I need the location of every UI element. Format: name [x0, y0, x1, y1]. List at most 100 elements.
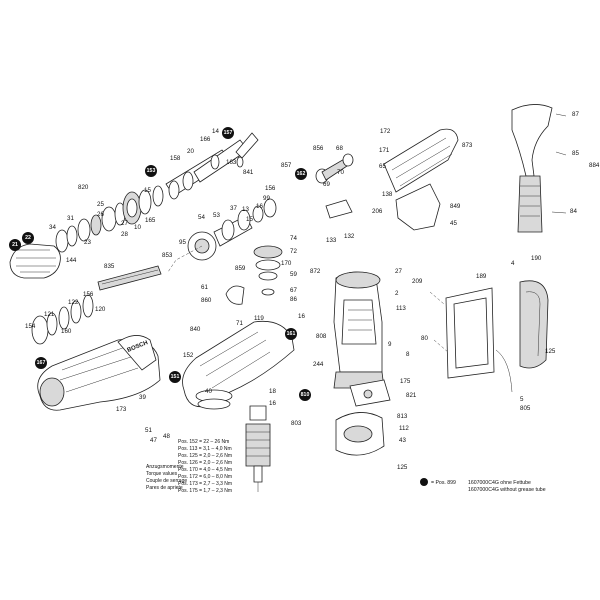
callout-172: 172 — [380, 128, 391, 135]
callout-872: 872 — [310, 268, 321, 275]
callout-808: 808 — [316, 333, 327, 340]
badge-21: 21 — [9, 239, 21, 251]
part-piston-rings — [31, 294, 94, 345]
callout-158: 158 — [170, 155, 181, 162]
torque-row: Pos. 175 = 1,7 – 2,3 Nm — [178, 488, 232, 494]
svg-text:162: 162 — [297, 171, 306, 177]
callout-813: 813 — [397, 413, 408, 420]
callout-856: 856 — [313, 145, 324, 152]
torque-row: Pos. 172 = 6,0 – 8,0 Nm — [178, 474, 232, 480]
callout-69: 69 — [323, 181, 330, 188]
callout-99: 99 — [263, 195, 270, 202]
callout-884: 884 — [589, 162, 600, 169]
callout-25: 25 — [97, 201, 104, 208]
callout-122: 122 — [68, 299, 79, 306]
badge-157: 157 — [222, 127, 234, 139]
callout-820: 820 — [78, 184, 89, 191]
callout-154: 154 — [25, 323, 36, 330]
part-lower-cover — [335, 412, 385, 456]
callout-34: 34 — [49, 224, 56, 231]
torque-row: Pos. 152 = 22 – 26 Nm — [178, 439, 229, 445]
callout-80: 80 — [421, 335, 428, 342]
filled-dot-icon — [420, 478, 428, 486]
callout-2: 2 — [395, 290, 399, 297]
callout-95: 95 — [179, 239, 186, 246]
part-gear-housing — [182, 320, 295, 410]
callout-5: 5 — [520, 396, 524, 403]
callout-113: 113 — [396, 305, 406, 312]
part-top-cover — [383, 128, 459, 231]
callout-133: 133 — [326, 237, 337, 244]
callout-53: 53 — [213, 212, 220, 219]
torque-heading-4: Pares de apriete — [146, 485, 183, 491]
torque-heading-2: Torque values — [146, 471, 178, 477]
svg-text:21: 21 — [12, 242, 18, 248]
callout-65: 65 — [379, 163, 386, 170]
callout-805: 805 — [520, 405, 531, 412]
callout-20: 20 — [187, 148, 194, 155]
callout-27: 27 — [395, 268, 402, 275]
badge-162: 162 — [295, 168, 307, 180]
callout-28: 28 — [121, 231, 128, 238]
callout-61: 61 — [201, 284, 208, 291]
callout-206: 206 — [372, 208, 383, 215]
badge-810: 810 — [299, 389, 311, 401]
callout-121: 121 — [44, 311, 55, 318]
part-front-housing — [37, 335, 161, 411]
callout-47: 47 — [150, 437, 157, 444]
callout-170: 170 — [281, 260, 292, 267]
part-spindle — [165, 132, 259, 200]
callout-138: 138 — [382, 191, 393, 198]
callout-10: 10 — [134, 224, 141, 231]
callout-859: 859 — [235, 265, 246, 272]
callout-15: 15 — [144, 187, 151, 194]
badge-167: 167 — [35, 357, 47, 369]
torque-row: Pos. 126 = 2,0 – 2,6 Nm — [178, 460, 232, 466]
callout-39: 39 — [139, 394, 146, 401]
callout-120: 120 — [95, 306, 106, 313]
callout-156: 156 — [83, 291, 94, 298]
callout-27: 27 — [121, 220, 128, 227]
callout-835: 835 — [104, 263, 115, 270]
callout-74: 74 — [290, 235, 297, 242]
callout-132: 132 — [344, 233, 355, 240]
callout-853: 853 — [162, 252, 173, 259]
legend-line-2: 1607000C4G without grease tube — [468, 487, 546, 493]
callout-31: 31 — [67, 215, 74, 222]
callout-72: 72 — [290, 248, 297, 255]
callout-189: 189 — [476, 273, 487, 280]
callout-840: 840 — [190, 326, 201, 333]
part-conrod — [315, 153, 354, 219]
torque-heading-1: Anzugsmomente — [146, 464, 184, 470]
callout-16: 16 — [298, 313, 305, 320]
torque-table: Anzugsmomente Torque values Couple de se… — [146, 439, 232, 494]
svg-text:167: 167 — [37, 360, 46, 366]
callout-803: 803 — [291, 420, 302, 427]
callout-156: 156 — [265, 185, 276, 192]
torque-heading-3: Couple de serrage — [146, 478, 187, 484]
callout-13: 13 — [242, 206, 249, 213]
callout-54: 54 — [198, 214, 205, 221]
callout-43: 43 — [399, 437, 406, 444]
callout-171: 171 — [379, 147, 390, 154]
callout-112: 112 — [399, 425, 409, 432]
grease-tube-legend: = Pos. 899 1607000C4G ohne Fettube 16070… — [420, 478, 546, 493]
callout-18: 18 — [269, 388, 276, 395]
torque-row: Pos. 173 = 2,7 – 3,3 Nm — [178, 481, 232, 487]
callout-48: 48 — [163, 433, 170, 440]
callout-175: 175 — [400, 378, 411, 385]
callout-16: 16 — [269, 400, 276, 407]
callout-26: 26 — [97, 211, 104, 218]
callout-857: 857 — [281, 162, 292, 169]
callout-860: 860 — [201, 297, 212, 304]
badge-161: 161 — [285, 328, 297, 340]
badge-151: 151 — [169, 371, 181, 383]
callout-125: 125 — [397, 464, 408, 471]
callout-165: 165 — [145, 217, 156, 224]
legend-pos: = Pos. 899 — [431, 480, 456, 486]
part-crank-gear — [225, 245, 283, 305]
callout-67: 67 — [290, 287, 297, 294]
callout-209: 209 — [412, 278, 423, 285]
